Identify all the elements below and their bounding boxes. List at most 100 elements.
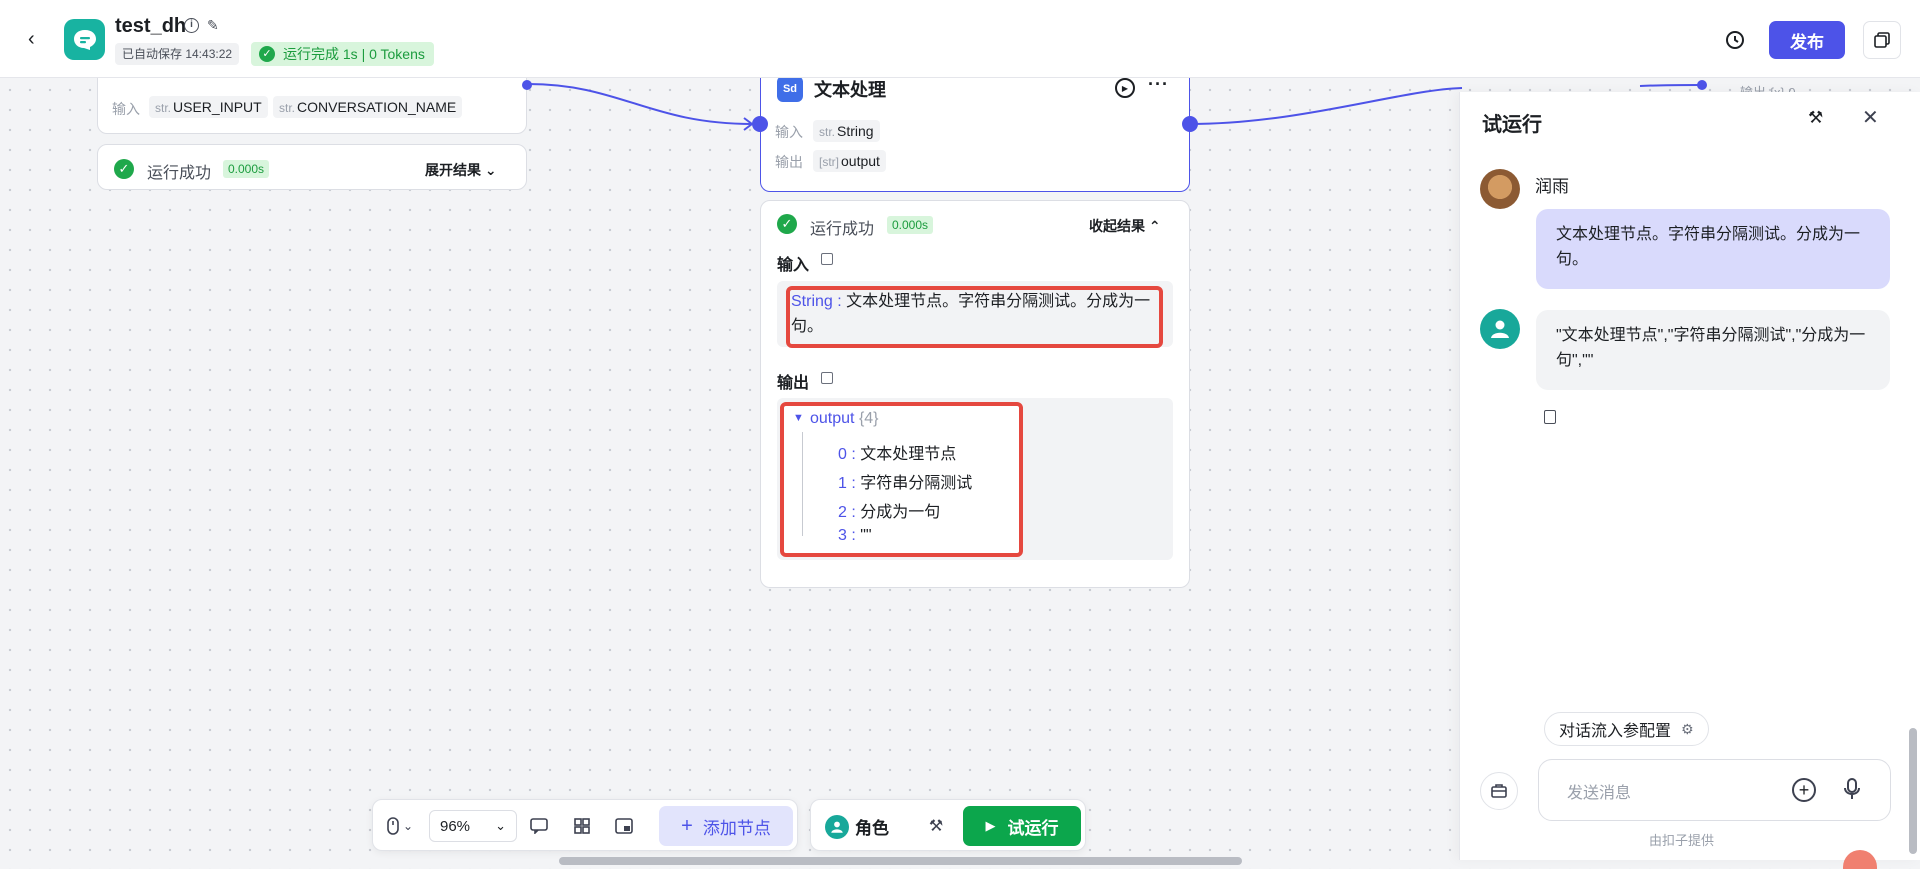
test-run-label: 试运行 [1007, 818, 1059, 838]
run-status-text: 运行完成 1s | 0 Tokens [283, 46, 425, 62]
role-avatar-icon [825, 814, 849, 839]
run-node-icon[interactable]: ▶ [1115, 78, 1135, 98]
canvas-toolbar: ⌄ 96% ⌄ + 添加节点 [372, 799, 798, 851]
zoom-select[interactable]: 96% ⌄ [429, 810, 517, 842]
output-item: 3 : "" [838, 527, 872, 544]
add-attachment-icon[interactable]: + [1792, 778, 1816, 802]
chevron-down-icon: ⌄ [495, 818, 506, 833]
app-name: test_dh [115, 15, 187, 37]
user-message-bubble: 文本处理节点。字符串分隔测试。分成为一句。 [1536, 209, 1890, 289]
input-value: 文本处理节点。字符串分隔测试。分成为一句。 [791, 293, 1151, 335]
mouse-mode-icon[interactable]: ⌄ [385, 815, 415, 837]
footer-credit: 由扣子提供 [1649, 833, 1715, 848]
user-name: 润雨 [1535, 177, 1569, 196]
node-title: 文本处理 [814, 80, 886, 100]
text-node-input-port[interactable] [752, 116, 768, 132]
plus-icon: + [681, 814, 693, 837]
output-highlight [780, 402, 1023, 557]
text-node-icon: Sd [777, 76, 803, 102]
publish-button[interactable]: 发布 [1769, 21, 1845, 59]
copy-icon[interactable] [1544, 410, 1556, 424]
more-icon[interactable]: ··· [1148, 74, 1169, 94]
zoom-value: 96% [440, 817, 471, 835]
bot-message-bubble: "文本处理节点","字符串分隔测试","分成为一句","" [1536, 310, 1890, 390]
assistant-bubble-icon[interactable] [1843, 850, 1877, 869]
test-run-button[interactable]: ▶ 试运行 [963, 806, 1081, 846]
output-item: 0 : 文本处理节点 [838, 446, 957, 463]
microphone-icon[interactable] [1842, 777, 1862, 804]
caret-down-icon[interactable]: ▼ [793, 412, 804, 424]
success-icon: ✓ [259, 46, 275, 62]
wrench-icon[interactable]: ⚒ [1808, 108, 1824, 127]
input-highlight [786, 286, 1163, 348]
bot-avatar [1480, 309, 1520, 349]
app-logo [64, 19, 105, 60]
panel-title: 试运行 [1482, 114, 1542, 136]
node-output-label: 输出 [775, 154, 803, 170]
duplicate-icon[interactable] [1863, 21, 1901, 59]
node-input-label: 输入 [775, 124, 803, 140]
toolbox-icon[interactable] [1480, 772, 1518, 810]
tree-connector [802, 432, 816, 536]
horizontal-scrollbar[interactable] [559, 857, 1242, 865]
output-tree [781, 402, 1021, 556]
flow-config-button[interactable]: 对话流入参配置 ⚙ [1544, 712, 1709, 746]
output-item: 1 : 字符串分隔测试 [838, 475, 973, 492]
text-node-output-port[interactable] [1182, 116, 1198, 132]
comment-icon[interactable] [528, 815, 550, 837]
copy-icon[interactable] [821, 372, 833, 384]
user-avatar [1480, 169, 1520, 209]
success-icon: ✓ [777, 214, 797, 234]
node-output-param: [str]output [813, 150, 886, 172]
start-node-output-port[interactable] [522, 80, 532, 90]
output-root: output {4} [810, 410, 879, 427]
param-conversation-name: str.CONVERSATION_NAME [273, 96, 463, 118]
layout-icon[interactable] [571, 815, 593, 837]
wrench-icon[interactable]: ⚒ [928, 818, 944, 835]
chevron-down-icon: ⌄ [484, 162, 497, 178]
close-icon[interactable]: ✕ [1862, 107, 1879, 129]
vertical-scrollbar[interactable] [1909, 728, 1917, 854]
success-icon: ✓ [114, 159, 134, 179]
autosave-status: 已自动保存 14:43:22 [115, 43, 240, 65]
output-item: 2 : 分成为一句 [838, 504, 941, 521]
collapse-result-button[interactable]: 收起结果 ⌃ [1089, 218, 1161, 234]
history-icon[interactable] [1723, 28, 1747, 52]
back-arrow-icon[interactable]: ‹ [28, 28, 35, 50]
output-section-title: 输出 [777, 375, 810, 392]
top-header: ‹ test_dh i ✎ 已自动保存 14:43:22 ✓ 运行完成 1s |… [0, 0, 1920, 78]
role-label: 角色 [855, 819, 889, 838]
result-time: 0.000s [223, 160, 270, 178]
expand-result-button[interactable]: 展开结果 ⌄ [425, 162, 497, 178]
edit-icon[interactable]: ✎ [207, 17, 219, 33]
add-node-button[interactable]: + 添加节点 [659, 806, 793, 846]
start-node-result: ✓ 运行成功 0.000s 展开结果 ⌄ [97, 144, 527, 190]
copy-icon[interactable] [821, 253, 833, 265]
input-value-box: String : 文本处理节点。字符串分隔测试。分成为一句。 [777, 281, 1173, 347]
message-input[interactable]: 发送消息 [1567, 785, 1632, 802]
message-input-box[interactable]: 发送消息 + [1538, 759, 1891, 821]
run-status-badge: ✓ 运行完成 1s | 0 Tokens [251, 42, 434, 66]
test-run-panel: 试运行 ⚒ ✕ 润雨 文本处理节点。字符串分隔测试。分成为一句。 "文本处理节点… [1459, 92, 1920, 869]
param-user-input: str.USER_INPUT [149, 96, 268, 118]
result-time: 0.000s [887, 216, 934, 234]
start-node-input-label: 输入 [112, 101, 140, 117]
chevron-down-icon: ⌄ [402, 819, 414, 833]
flow-config-label: 对话流入参配置 [1559, 723, 1672, 740]
run-toolbar: 角色 ⚒ ▶ 试运行 [810, 799, 1086, 851]
result-status: 运行成功 [810, 221, 875, 238]
play-icon: ▶ [985, 818, 996, 833]
chevron-up-icon: ⌃ [1148, 218, 1161, 234]
result-status: 运行成功 [147, 165, 212, 182]
text-processing-node[interactable]: Sd 文本处理 ▶ ··· 输入 str.String 输出 [str]outp… [760, 70, 1190, 192]
add-node-label: 添加节点 [702, 818, 771, 838]
settings-slider-icon: ⚙ [1681, 720, 1694, 737]
node-input-param: str.String [813, 120, 880, 142]
role-button[interactable]: 角色 [825, 814, 889, 839]
minimap-icon[interactable] [613, 815, 635, 837]
next-node-input-port[interactable] [1697, 80, 1707, 90]
info-icon[interactable]: i [184, 18, 199, 33]
input-section-title: 输入 [777, 257, 810, 274]
input-key: String : [791, 293, 842, 310]
